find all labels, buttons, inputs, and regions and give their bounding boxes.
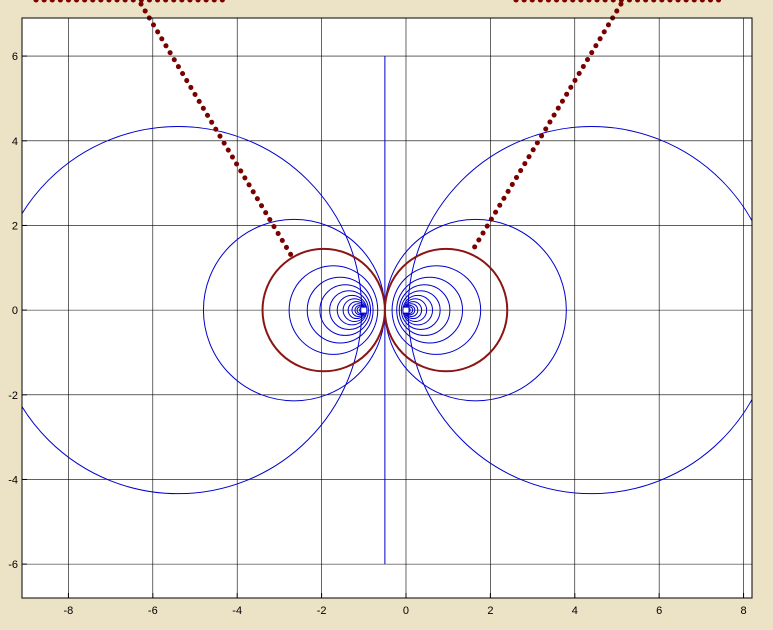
plot-area [22, 18, 752, 598]
grid-layer [22, 18, 752, 598]
y-tick-label: -4 [8, 474, 18, 486]
x-tick-label: -6 [148, 605, 158, 617]
x-tick-label: 8 [740, 605, 746, 617]
charge-marker [402, 306, 410, 314]
contour-circle-left [288, 265, 379, 355]
callout-layer [33, 0, 729, 258]
y-tick-label: 6 [12, 51, 18, 63]
x-tick-label: 6 [656, 605, 662, 617]
contour-layer [22, 56, 752, 565]
y-tick-label: -6 [8, 559, 18, 571]
contour-circle-right [391, 265, 482, 355]
plot-frame [21, 17, 753, 599]
x-tick-label: 0 [403, 605, 409, 617]
x-tick-label: -4 [232, 605, 242, 617]
x-tick-label: -2 [317, 605, 327, 617]
contour-circle-right [398, 284, 451, 336]
x-tick-label: 2 [487, 605, 493, 617]
y-tick-label: 0 [12, 305, 18, 317]
callout-leader-left [138, 1, 294, 258]
highlighted-contour-right [383, 247, 509, 373]
y-tick-label: -2 [8, 390, 18, 402]
callout-leader-right [471, 1, 624, 251]
x-tick-label: 4 [572, 605, 578, 617]
charge-marker [360, 306, 368, 314]
contour-circle-left [329, 290, 369, 331]
contour-circle-right [396, 276, 464, 344]
y-tick-label: 4 [12, 136, 18, 148]
x-tick-label: -8 [64, 605, 74, 617]
contour-circle-right [400, 290, 441, 331]
contour-circle-left [306, 276, 374, 344]
tick-label-layer: -8 -6 -4 -2 0 2 4 6 8 6 4 2 0 -2 -4 -6 [8, 51, 746, 617]
contour-circle-left [319, 284, 372, 336]
y-tick-label: 2 [12, 220, 18, 232]
